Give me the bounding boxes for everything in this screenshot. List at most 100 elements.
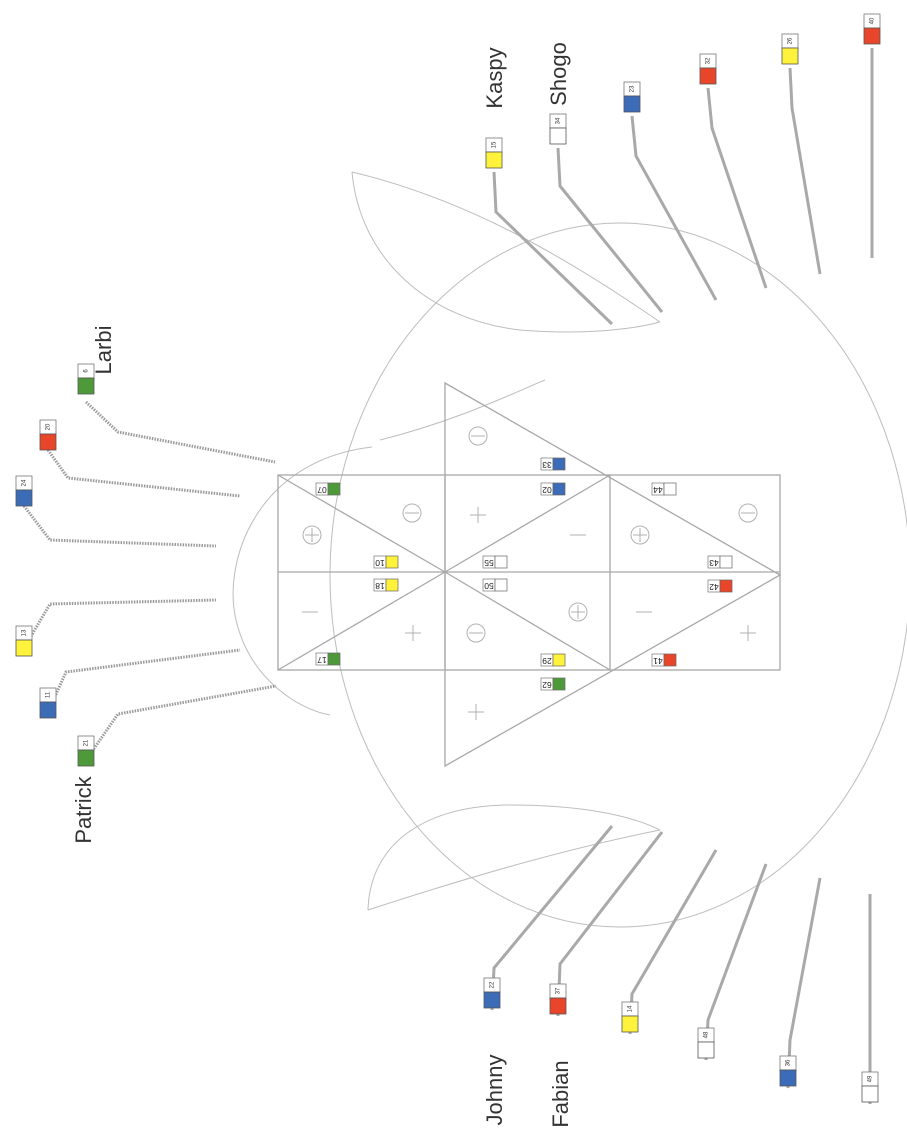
tag-color-square: [549, 997, 567, 1015]
inner-color-square: [385, 578, 399, 592]
lead-wires-top: [492, 48, 874, 326]
tag-14: 14: [621, 1001, 639, 1033]
inner-55: 55: [482, 555, 508, 569]
tag-number: 11: [46, 691, 52, 698]
inner-07: 07: [315, 482, 341, 496]
lead-wires-left: [22, 400, 277, 761]
tag-number: 20: [46, 423, 52, 430]
inner-number: 55: [484, 558, 494, 568]
upper-arc-cut: [379, 379, 546, 441]
tag-color-square: [699, 67, 717, 85]
tag-color-square: [39, 701, 57, 719]
name-kaspy: Kaspy: [482, 47, 507, 108]
inner-color-square: [663, 482, 677, 496]
lower-lens-inner: [367, 804, 661, 911]
inner-number: 07: [317, 485, 327, 495]
inner-number: 29: [542, 656, 552, 666]
inner-18: 18: [373, 578, 399, 592]
tag-shogo: 34: [549, 113, 567, 145]
inner-43: 43: [707, 555, 733, 569]
inner-color-square: [719, 555, 733, 569]
tag-24: 24: [15, 475, 33, 507]
inner-42: 42: [707, 579, 733, 593]
inner-color-square: [552, 482, 566, 496]
diag-1: [277, 474, 446, 573]
tag-color-square: [781, 47, 799, 65]
inner-number: 50: [484, 581, 494, 591]
inner-color-square: [327, 482, 341, 496]
tag-20: 20: [39, 419, 57, 451]
tag-color-square: [77, 377, 95, 395]
tag-larbi: 6: [77, 363, 95, 395]
tag-color-square: [39, 433, 57, 451]
inner-color-square: [552, 677, 566, 691]
tag-23: 23: [623, 81, 641, 113]
tag-number: 24: [22, 479, 28, 486]
tag-number: 14: [628, 1005, 634, 1012]
tag-number: 40: [870, 17, 876, 24]
tag-number: 36: [786, 1059, 792, 1066]
inner-color-square: [663, 653, 677, 667]
tag-number: 34: [556, 117, 562, 124]
inner-color-square: [552, 653, 566, 667]
inner-color-square: [385, 555, 399, 569]
tag-number: 49: [868, 1075, 874, 1082]
diag-4: [444, 571, 611, 671]
diag-3: [444, 474, 611, 573]
tag-number: 23: [630, 85, 636, 92]
tag-number: 48: [704, 1031, 710, 1038]
inner-10: 10: [373, 555, 399, 569]
tag-color-square: [15, 639, 33, 657]
tag-color-square: [861, 1085, 879, 1103]
name-shogo: Shogo: [546, 42, 571, 106]
tag-color-square: [779, 1069, 797, 1087]
tag-color-square: [697, 1041, 715, 1059]
tag-kaspy: 15: [485, 137, 503, 169]
lower-lens-outer: [367, 829, 661, 911]
tag-49: 49: [861, 1071, 879, 1103]
tag-color-square: [863, 27, 881, 45]
tag-number: 32: [706, 57, 712, 64]
tag-number: 13: [22, 629, 28, 636]
inner-50: 50: [482, 578, 508, 592]
left-arc: [232, 446, 373, 716]
inner-number: 18: [375, 581, 385, 591]
outer-circle: [329, 222, 907, 928]
name-larbi: Larbi: [91, 326, 116, 375]
tag-fabian: 37: [549, 983, 567, 1015]
inner-number: 33: [542, 460, 552, 470]
tag-48: 48: [697, 1027, 715, 1059]
inner-number: 42: [709, 582, 719, 592]
name-patrick: Patrick: [71, 775, 96, 843]
inner-number: 10: [375, 558, 385, 568]
tag-13: 13: [15, 625, 33, 657]
tag-color-square: [483, 991, 501, 1009]
tag-32: 32: [699, 53, 717, 85]
inner-41: 41: [651, 653, 677, 667]
inner-33: 33: [540, 457, 566, 471]
upper-lens-inner: [351, 171, 661, 333]
tag-color-square: [621, 1015, 639, 1033]
inner-number: 17: [317, 655, 327, 665]
tag-number: 21: [84, 739, 90, 746]
tag-11: 11: [39, 687, 57, 719]
inner-number: 02: [542, 485, 552, 495]
tag-color-square: [549, 127, 567, 145]
tag-number: 22: [490, 981, 496, 988]
inner-color-square: [552, 457, 566, 471]
inner-62: 62: [540, 677, 566, 691]
tag-color-square: [15, 489, 33, 507]
inner-44: 44: [651, 482, 677, 496]
center-triangle: [444, 381, 782, 768]
tag-color-square: [485, 151, 503, 169]
name-johnny: Johnny: [482, 1055, 507, 1126]
inner-number: 44: [653, 485, 663, 495]
tag-color-square: [77, 749, 95, 767]
tag-number: 26: [788, 37, 794, 44]
inner-color-square: [327, 652, 341, 666]
upper-lens-outer: [351, 171, 661, 323]
inner-color-square: [494, 578, 508, 592]
name-fabian: Fabian: [548, 1060, 573, 1127]
inner-02: 02: [540, 482, 566, 496]
